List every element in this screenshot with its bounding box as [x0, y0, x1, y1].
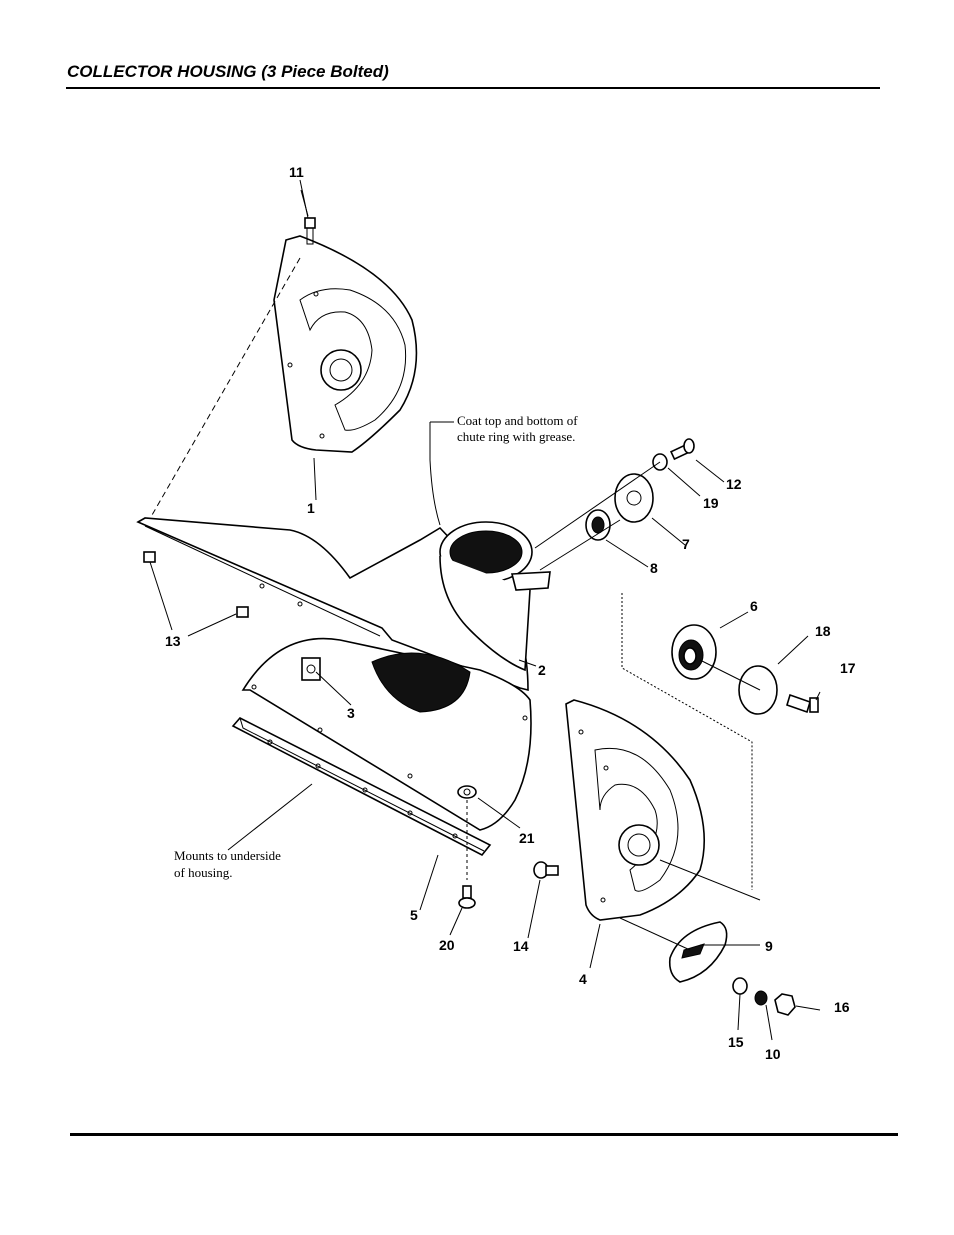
callout-9: 9 [765, 938, 773, 954]
leader-lines [149, 179, 821, 1041]
bearing-flange-6 [671, 624, 717, 680]
grease-note-line1: Coat top and bottom of [457, 413, 578, 428]
axis-line [659, 859, 761, 901]
callout-5: 5 [410, 907, 418, 923]
flange-nut-21 [457, 785, 477, 799]
bearing-8 [585, 509, 611, 541]
callout-3: 3 [347, 705, 355, 721]
scraper-bar [231, 717, 492, 857]
nut-16 [774, 993, 796, 1016]
flange-plate-7 [614, 473, 654, 523]
callout-19: 19 [703, 495, 719, 511]
callout-10: 10 [765, 1046, 781, 1062]
callout-8: 8 [650, 560, 658, 576]
washer-15 [732, 977, 748, 995]
left-side-plate [273, 235, 418, 453]
callout-1: 1 [307, 500, 315, 516]
header-rule [66, 87, 880, 89]
main-housing [136, 517, 551, 831]
callout-17: 17 [840, 660, 856, 676]
callout-20: 20 [439, 937, 455, 953]
alignment-dashed-line [147, 257, 301, 523]
nut-13 [143, 551, 249, 618]
axis-line [534, 461, 661, 549]
cover-18 [738, 665, 778, 715]
bolt-14 [533, 861, 559, 879]
callout-6: 6 [750, 598, 758, 614]
callout-15: 15 [728, 1034, 744, 1050]
bracket-3 [301, 657, 321, 681]
mount-note-line1: Mounts to underside [174, 848, 281, 863]
page-title: COLLECTOR HOUSING (3 Piece Bolted) [67, 62, 389, 81]
subassembly-box [621, 593, 753, 890]
mount-note-line2: of housing. [174, 865, 233, 880]
callout-7: 7 [682, 536, 690, 552]
callout-21: 21 [519, 830, 535, 846]
callout-12: 12 [726, 476, 742, 492]
bolt-11 [304, 217, 316, 245]
callout-2: 2 [538, 662, 546, 678]
grease-note-line2: chute ring with grease. [457, 429, 575, 444]
right-side-plate [565, 699, 705, 921]
bolt-20 [458, 800, 476, 909]
axis-line [539, 519, 621, 571]
callout-4: 4 [579, 971, 587, 987]
bracket-9 [619, 917, 728, 983]
callout-14: 14 [513, 938, 529, 954]
footer-rule [70, 1133, 898, 1136]
callout-16: 16 [834, 999, 850, 1015]
callout-11: 11 [289, 164, 304, 180]
bolt-12 [669, 438, 695, 461]
lock-washer-10 [754, 990, 768, 1006]
axis-line [699, 659, 761, 691]
callout-18: 18 [815, 623, 831, 639]
bolt-17 [786, 693, 819, 714]
callout-13: 13 [165, 633, 181, 649]
